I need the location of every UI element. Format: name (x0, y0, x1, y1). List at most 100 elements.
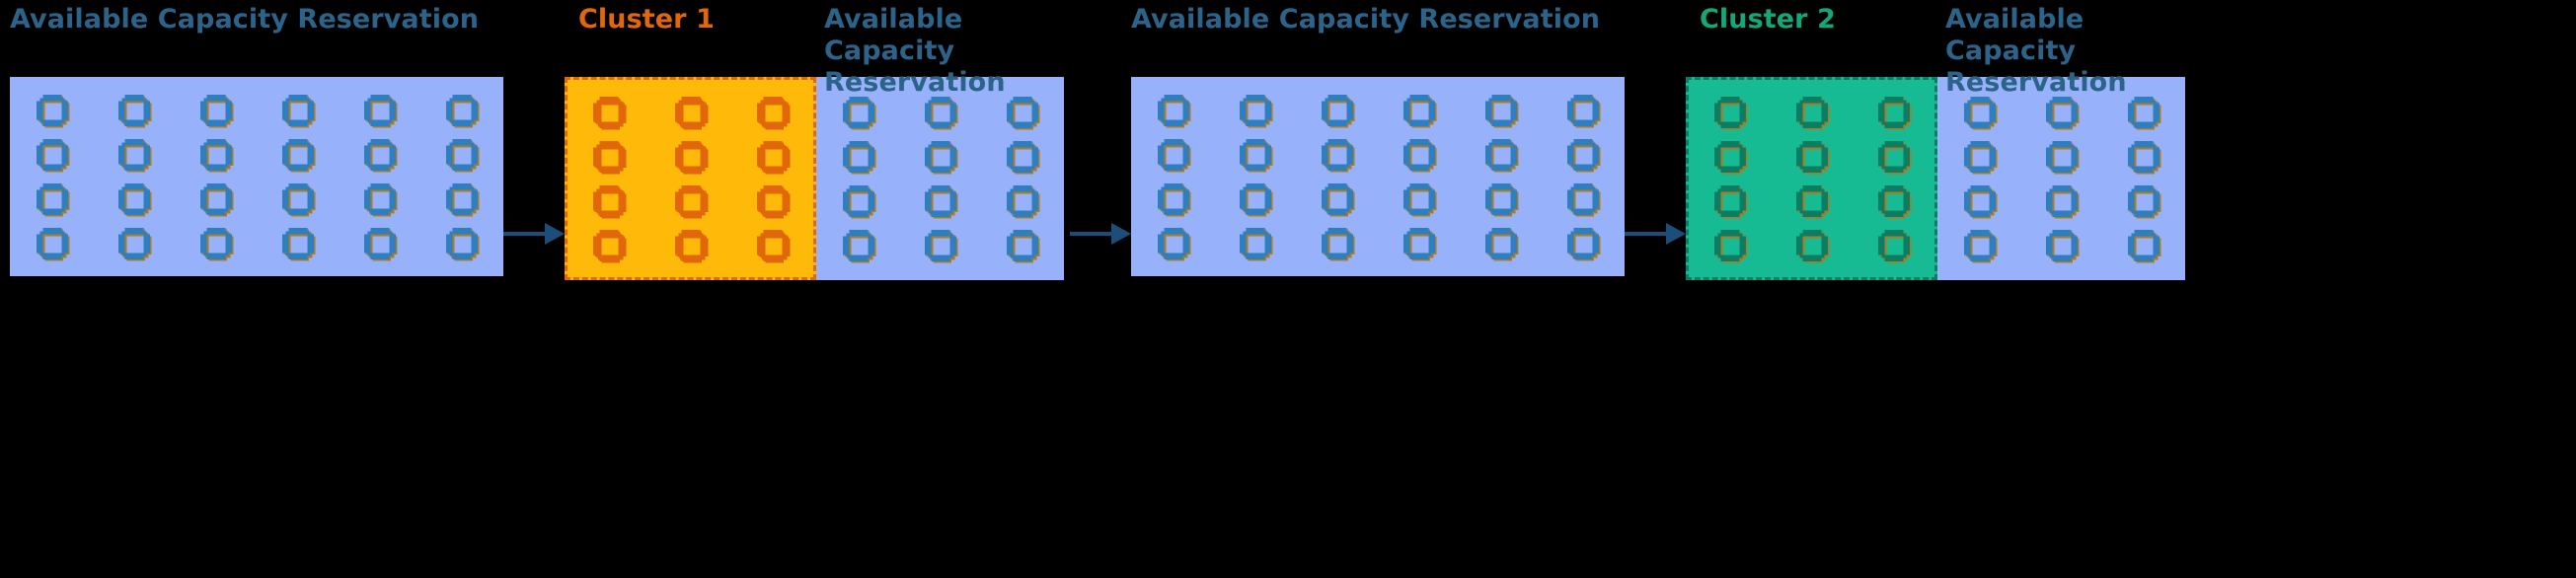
arrow-shaft (503, 232, 547, 236)
chip-icon (93, 132, 175, 177)
chip-icon (11, 177, 93, 221)
chip-icon (2020, 223, 2102, 267)
flow-arrow-right-icon (503, 223, 565, 245)
chip-icon (420, 88, 502, 132)
chip-icon (1542, 88, 1624, 132)
chip-icon (568, 179, 649, 223)
panel-title: Cluster 2 (1700, 4, 1836, 35)
chip-icon (1460, 132, 1542, 177)
chip-icon (1132, 221, 1214, 265)
group-2: Cluster 1 Available Capacity Reservation (565, 0, 1070, 280)
arrow-head (1666, 223, 1686, 245)
chip-icon (1460, 88, 1542, 132)
chip-icon (257, 177, 339, 221)
chip-icon (420, 221, 502, 265)
chip-icon (2020, 90, 2102, 134)
chip-icon (11, 221, 93, 265)
panel-title: Available Capacity Reservation (824, 4, 1006, 98)
chip-icon (899, 179, 981, 223)
chip-icon (175, 177, 257, 221)
chip-icon (817, 90, 899, 134)
chip-icon (568, 134, 649, 179)
chip-icon (257, 132, 339, 177)
panel-row (10, 77, 503, 276)
chip-icon (339, 132, 420, 177)
chip-icon (1214, 88, 1296, 132)
panel-available-3[interactable] (1131, 77, 1625, 276)
chip-icon (2102, 223, 2184, 267)
chip-icon (731, 179, 813, 223)
chip-icon (1296, 88, 1378, 132)
chip-icon (899, 90, 981, 134)
chip-icon (1132, 132, 1214, 177)
chip-icon (93, 177, 175, 221)
chip-icon (731, 223, 813, 267)
chip-icon (649, 179, 731, 223)
group-4: Cluster 2 Available Capacity Reservation (1686, 0, 2191, 280)
chip-icon (339, 221, 420, 265)
chip-icon (2102, 90, 2184, 134)
chip-icon (1938, 90, 2020, 134)
chip-icon (339, 88, 420, 132)
chip-icon (899, 134, 981, 179)
chip-icon (1542, 132, 1624, 177)
chip-icon (11, 132, 93, 177)
chip-icon (175, 88, 257, 132)
arrow-head (1111, 223, 1131, 245)
panel-row (565, 77, 1070, 280)
chip-icon (649, 134, 731, 179)
chip-icon (1378, 132, 1460, 177)
chip-icon (1214, 221, 1296, 265)
chip-icon (1378, 88, 1460, 132)
chip-icon (731, 134, 813, 179)
chip-icon (1296, 177, 1378, 221)
panel-title: Available Capacity Reservation (1131, 4, 1601, 35)
flow-arrow-right-icon (1625, 223, 1686, 245)
chip-icon (1378, 221, 1460, 265)
chip-icon (1853, 134, 1934, 179)
chip-icon (568, 90, 649, 134)
chip-icon (1689, 179, 1771, 223)
panel-cluster-2[interactable] (1686, 77, 1937, 280)
panel-title: Cluster 1 (578, 4, 715, 35)
flow-arrow-right-icon (1070, 223, 1131, 245)
chip-icon (1296, 221, 1378, 265)
chip-icon (2020, 179, 2102, 223)
chip-icon (817, 179, 899, 223)
chip-icon (1938, 179, 2020, 223)
chip-icon (1689, 134, 1771, 179)
chip-icon (568, 223, 649, 267)
arrow-shaft (1070, 232, 1113, 236)
chip-icon (731, 90, 813, 134)
chip-icon (1542, 177, 1624, 221)
chip-icon (1938, 134, 2020, 179)
chip-icon (11, 88, 93, 132)
chip-icon (1853, 90, 1934, 134)
panel-available-1[interactable] (10, 77, 503, 276)
chip-icon (257, 221, 339, 265)
chip-icon (1771, 134, 1853, 179)
chip-icon (1771, 223, 1853, 267)
panel-label-row: Available Capacity Reservation (10, 0, 503, 77)
panel-cluster-1[interactable] (565, 77, 816, 280)
chip-icon (817, 134, 899, 179)
chip-icon (175, 221, 257, 265)
chip-icon (981, 223, 1063, 267)
chip-icon (1214, 132, 1296, 177)
panel-label-row: Cluster 2 Available Capacity Reservation (1686, 0, 2191, 98)
chip-icon (93, 88, 175, 132)
arrow-shaft (1625, 232, 1668, 236)
panel-row (1131, 77, 1625, 276)
panel-title: Available Capacity Reservation (1945, 4, 2127, 98)
group-1: Available Capacity Reservation (10, 0, 503, 276)
chip-icon (175, 132, 257, 177)
panel-title: Available Capacity Reservation (10, 4, 480, 35)
chip-icon (1771, 90, 1853, 134)
chip-icon (981, 90, 1063, 134)
group-3: Available Capacity Reservation (1131, 0, 1625, 276)
panel-available-4[interactable] (1937, 77, 2185, 280)
panel-available-2[interactable] (816, 77, 1064, 280)
chip-icon (2102, 134, 2184, 179)
chip-icon (1771, 179, 1853, 223)
chip-icon (1460, 177, 1542, 221)
